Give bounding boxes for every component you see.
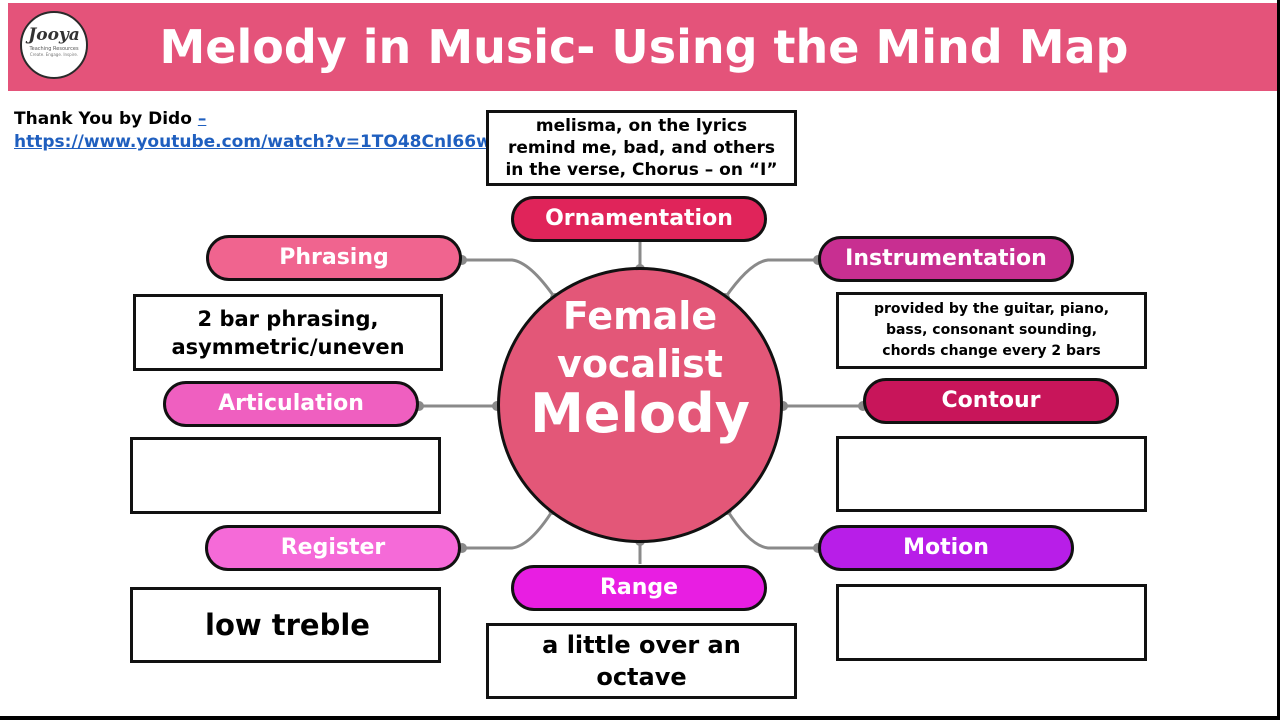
pill-contour: Contour bbox=[863, 378, 1119, 424]
logo-tagline: Create. Engage. Inspire. bbox=[29, 52, 79, 57]
pill-range: Range bbox=[511, 565, 767, 611]
connector-register bbox=[462, 509, 555, 550]
pill-ornamentation: Ornamentation bbox=[511, 196, 767, 242]
logo-subtitle: Teaching Resources bbox=[29, 46, 79, 52]
center-label-vocalist: vocalist bbox=[557, 342, 723, 386]
logo-name: Jooya bbox=[28, 25, 80, 45]
header-banner: Melody in Music- Using the Mind Map bbox=[8, 3, 1280, 91]
answer-box-articulation bbox=[130, 437, 441, 514]
connector-motion bbox=[725, 509, 818, 550]
answer-box-motion bbox=[836, 584, 1147, 661]
center-label-female: Female bbox=[562, 294, 718, 338]
answer-box-phrasing: 2 bar phrasing, asymmetric/uneven bbox=[133, 294, 443, 371]
jooya-logo: Jooya Teaching Resources Create. Engage.… bbox=[20, 11, 88, 79]
answer-box-register: low treble bbox=[130, 587, 441, 663]
frame-border-bottom bbox=[0, 716, 1280, 720]
pill-register: Register bbox=[205, 525, 461, 571]
youtube-link[interactable]: https://www.youtube.com/watch?v=1TO48CnI… bbox=[14, 132, 492, 152]
pill-phrasing: Phrasing bbox=[206, 235, 462, 281]
song-title: Thank You by Dido bbox=[14, 109, 198, 129]
pill-motion: Motion bbox=[818, 525, 1074, 571]
center-circle: Female vocalist Melody bbox=[497, 267, 783, 543]
connector-instrumentation bbox=[723, 258, 818, 299]
pill-instrumentation: Instrumentation bbox=[818, 236, 1074, 282]
answer-box-contour bbox=[836, 436, 1147, 512]
answer-box-instrumentation: provided by the guitar, piano, bass, con… bbox=[836, 292, 1147, 369]
center-label-melody: Melody bbox=[530, 382, 750, 445]
answer-box-ornamentation: melisma, on the lyrics remind me, bad, a… bbox=[486, 110, 797, 186]
answer-box-range: a little over an octave bbox=[486, 623, 797, 699]
frame-border-right bbox=[1277, 0, 1280, 720]
song-dash: – bbox=[197, 109, 207, 129]
connector-phrasing bbox=[462, 258, 557, 299]
song-reference: Thank You by Dido – https://www.youtube.… bbox=[14, 108, 492, 154]
page-title: Melody in Music- Using the Mind Map bbox=[159, 20, 1129, 74]
pill-articulation: Articulation bbox=[163, 381, 419, 427]
